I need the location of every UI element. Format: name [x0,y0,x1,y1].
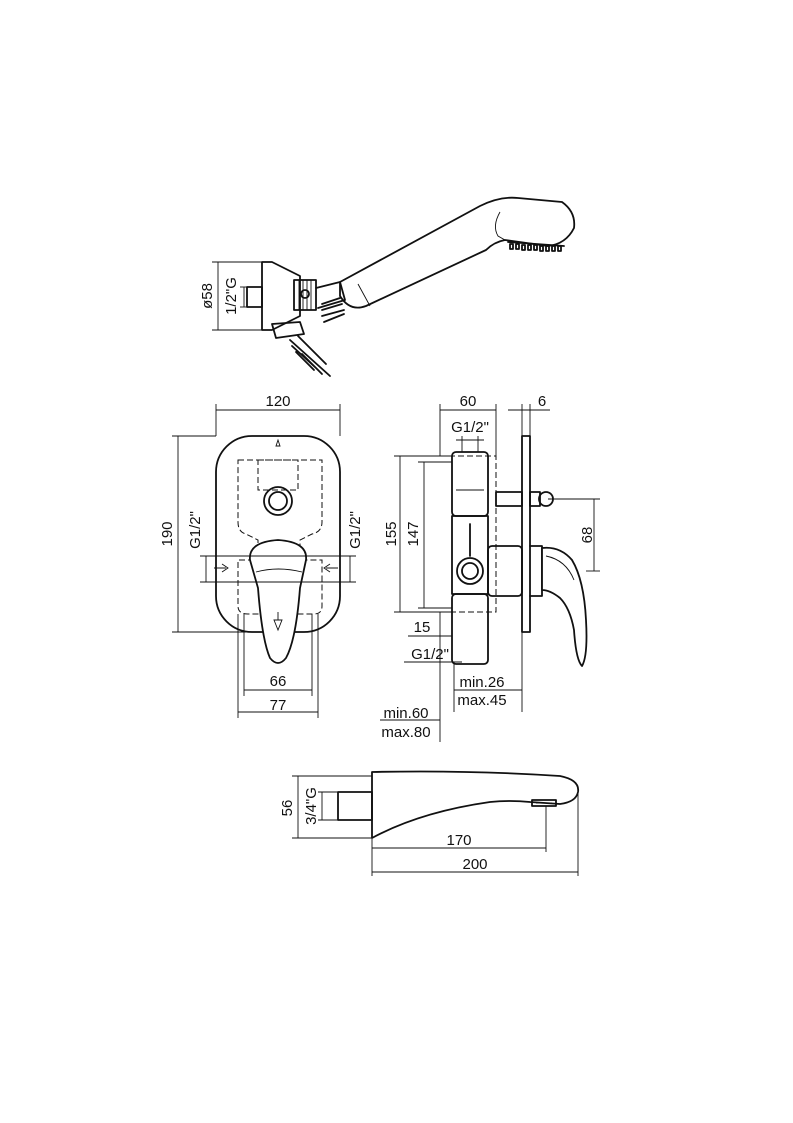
arrow-up [275,438,281,447]
offset-68-label: 68 [579,527,596,544]
handshower-thread-label: 1/2"G [223,277,240,315]
depth-max80-label: max.80 [381,724,430,741]
handshower-view: ø58 1/2"G [199,196,576,377]
spout-height-56-label: 56 [279,800,296,817]
depth-min26-label: min.26 [459,674,504,691]
height-155-label: 155 [383,521,400,546]
plate-6-label: 6 [538,393,546,410]
handshower-handle [339,196,576,309]
spout-thread-label: 3/4"G [303,787,320,825]
arrow-down [273,612,283,632]
arrow-left-inlet [214,563,229,573]
width-66-label: 66 [270,673,287,690]
bottom-thread-label: G1/2" [411,646,449,663]
inlet-right-label: G1/2" [347,511,364,549]
bracket-body [293,279,317,311]
width-77-label: 77 [270,697,287,714]
mixer-front-view: 120 190 G1/2" G1/2" 66 77 [159,393,364,718]
height-147-label: 147 [405,521,422,546]
spout-connector [337,791,373,821]
depth-min60-label: min.60 [383,705,428,722]
concealed-body [237,459,323,615]
spout-aerator [531,799,557,807]
side-cartridge-ring [456,557,484,585]
depth-60-label: 60 [460,393,477,410]
side-lever-base [529,545,543,597]
mixer-side-view: 60 6 G1/2" 155 147 68 15 G1/2" mi [380,393,600,742]
hose-spring-lower [289,335,331,377]
mixer-lever [249,539,307,664]
hose-nut [271,321,305,339]
depth-max45-label: max.45 [457,692,506,709]
bracket-nipple [246,286,263,308]
side-wall-plate [521,435,531,633]
concealed-top-port [257,459,299,491]
bracket-arm [315,281,346,309]
side-body-outline [440,455,497,613]
diverter-knob [263,486,293,516]
handshower-diameter-label: ø58 [199,283,216,309]
side-top-port [451,451,489,517]
arrow-right-inlet [323,563,338,573]
spray-nozzles [509,243,562,252]
spout-view: 56 3/4"G 170 200 [279,770,580,876]
handle-head-line [495,211,506,241]
side-diverter-spindle [495,491,523,507]
height-190-label: 190 [159,521,176,546]
spout-length-170-label: 170 [446,832,471,849]
side-lever [541,546,588,667]
side-bottom-port [451,593,489,665]
side-cartridge [487,545,523,597]
width-120-label: 120 [265,393,290,410]
spout-length-200-label: 200 [462,856,487,873]
offset-15-label: 15 [414,619,431,636]
spout-body [371,770,580,839]
top-thread-label: G1/2" [451,419,489,436]
inlet-left-label: G1/2" [187,511,204,549]
hose-spring-upper [321,297,345,323]
bracket-pivot [300,289,310,299]
